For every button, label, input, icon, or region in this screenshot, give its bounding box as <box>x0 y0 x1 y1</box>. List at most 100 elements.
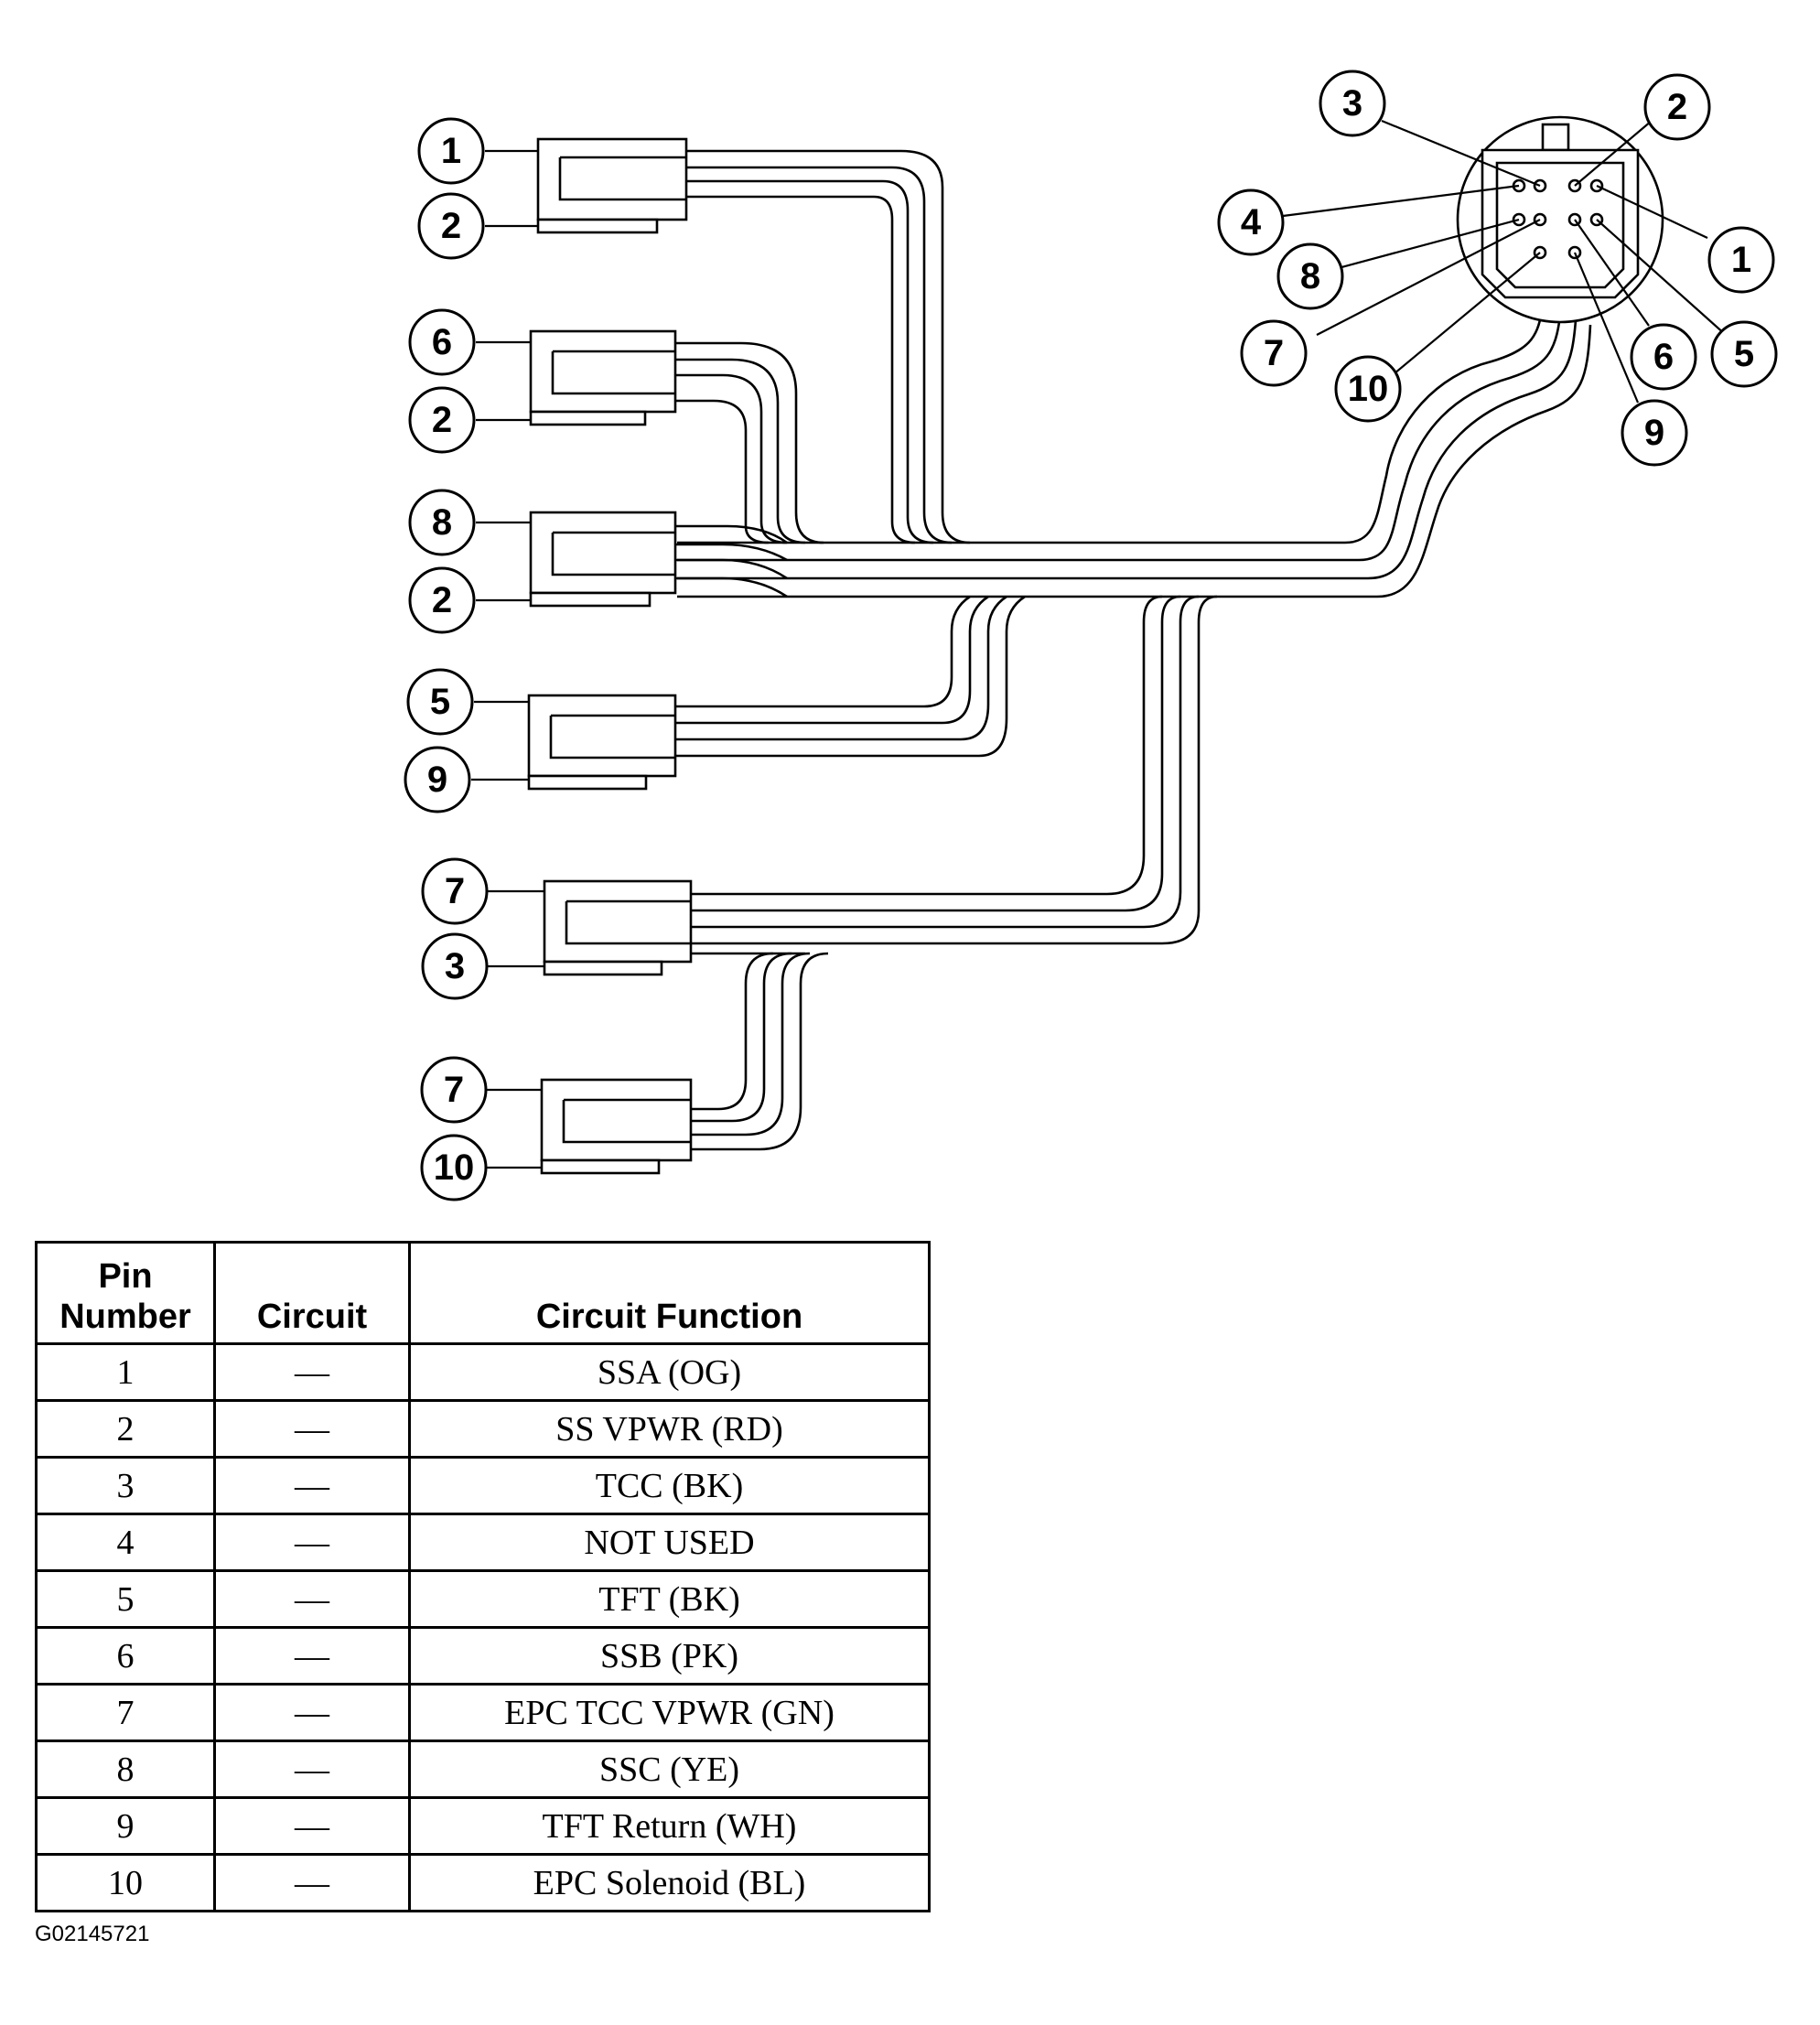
callout-label: 1 <box>1731 240 1751 280</box>
function-cell: SSB (PK) <box>408 1626 931 1686</box>
connector-callouts: 3 2 4 1 8 7 10 6 5 9 <box>1217 70 1778 467</box>
function-cell: TFT (BK) <box>408 1569 931 1629</box>
function-cell: TFT Return (WH) <box>408 1796 931 1856</box>
callout-label: 6 <box>1653 337 1674 377</box>
callout-label: 2 <box>1667 87 1687 127</box>
callout-label: 3 <box>445 946 465 986</box>
harness-connector-6-2 <box>529 329 677 426</box>
header-circuit: Circuit <box>213 1241 411 1345</box>
circuit-cell: — <box>213 1626 411 1686</box>
main-trunk <box>677 310 1592 598</box>
connector-callout-1: 1 <box>1707 226 1775 294</box>
table-row: 9—TFT Return (WH) <box>35 1796 931 1856</box>
callout-label: 7 <box>444 1070 464 1110</box>
callout-pin-3: 3 <box>421 932 489 1000</box>
callout-label: 4 <box>1241 202 1262 242</box>
function-cell: TCC (BK) <box>408 1456 931 1515</box>
harness-callouts: 1 2 6 2 8 2 5 9 7 3 7 10 <box>404 117 489 1201</box>
table-row: 4—NOT USED <box>35 1513 931 1572</box>
callout-pin-2: 2 <box>417 192 485 260</box>
branch-connector-7-10 <box>691 952 829 1151</box>
function-cell: SS VPWR (RD) <box>408 1399 931 1459</box>
callout-label: 5 <box>430 682 450 722</box>
connector-callout-4: 4 <box>1217 188 1285 256</box>
circuit-cell: — <box>213 1513 411 1572</box>
connector-callout-6: 6 <box>1630 323 1697 391</box>
callout-label: 5 <box>1734 334 1754 374</box>
harness-connector-7-10 <box>540 1078 693 1175</box>
table-row: 2—SS VPWR (RD) <box>35 1399 931 1459</box>
branch-connector-8-2 <box>673 524 788 598</box>
pin-cell: 3 <box>35 1456 216 1515</box>
table-row: 6—SSB (PK) <box>35 1626 931 1686</box>
callout-pin-7: 7 <box>421 857 489 925</box>
table-row: 1—SSA (OG) <box>35 1342 931 1402</box>
function-cell: SSA (OG) <box>408 1342 931 1402</box>
circuit-cell: — <box>213 1399 411 1459</box>
table-row: 5—TFT (BK) <box>35 1569 931 1629</box>
table-row: 3—TCC (BK) <box>35 1456 931 1515</box>
function-cell: SSC (YE) <box>408 1740 931 1799</box>
pin-cell: 9 <box>35 1796 216 1856</box>
branch-connector-6-2 <box>673 341 824 544</box>
connector-callout-leaders <box>1282 119 1727 404</box>
callout-pin-2: 2 <box>408 386 476 454</box>
callout-label: 3 <box>1342 83 1362 124</box>
connector-callout-2: 2 <box>1643 73 1711 141</box>
harness-connector-7-3 <box>543 879 693 976</box>
callout-pin-7: 7 <box>420 1056 488 1124</box>
function-cell: NOT USED <box>408 1513 931 1572</box>
pin-cell: 8 <box>35 1740 216 1799</box>
function-cell: EPC TCC VPWR (GN) <box>408 1683 931 1742</box>
callout-label: 6 <box>432 322 452 362</box>
connector-callout-8: 8 <box>1276 242 1344 310</box>
callout-label: 9 <box>427 759 447 800</box>
connector-callout-9: 9 <box>1621 399 1688 467</box>
table-body: 1—SSA (OG) 2—SS VPWR (RD) 3—TCC (BK) 4—N… <box>35 1342 931 1912</box>
callout-pin-5: 5 <box>406 668 474 736</box>
connector-callout-10: 10 <box>1334 355 1402 423</box>
harness-connector-1-2 <box>536 137 688 234</box>
callout-label: 10 <box>1348 369 1389 409</box>
connector-callout-7: 7 <box>1240 319 1308 387</box>
pin-cell: 7 <box>35 1683 216 1742</box>
pin-cell: 2 <box>35 1399 216 1459</box>
harness-diagram: 1 2 6 2 8 2 5 9 7 3 7 10 <box>404 70 1778 1201</box>
circuit-cell: — <box>213 1796 411 1856</box>
callout-label: 1 <box>441 131 461 171</box>
pin-cell: 6 <box>35 1626 216 1686</box>
callout-label: 10 <box>434 1147 475 1188</box>
circuit-cell: — <box>213 1456 411 1515</box>
circuit-cell: — <box>213 1853 411 1912</box>
main-connector <box>1456 115 1664 324</box>
table-row: 10—EPC Solenoid (BL) <box>35 1853 931 1912</box>
table-row: 8—SSC (YE) <box>35 1740 931 1799</box>
pin-cell: 4 <box>35 1513 216 1572</box>
callout-label: 8 <box>432 502 452 543</box>
callout-label: 8 <box>1300 256 1320 296</box>
figure-code: G02145721 <box>35 1922 150 1946</box>
callout-pin-6: 6 <box>408 308 476 376</box>
callout-pin-8: 8 <box>408 489 476 556</box>
callout-pin-9: 9 <box>404 746 471 813</box>
callout-label: 9 <box>1644 413 1664 453</box>
callout-label: 7 <box>1264 333 1284 373</box>
branch-connector-1-2 <box>686 149 971 544</box>
pin-cell: 10 <box>35 1853 216 1912</box>
table-row: 7—EPC TCC VPWR (GN) <box>35 1683 931 1742</box>
pin-cell: 1 <box>35 1342 216 1402</box>
callout-pin-10: 10 <box>420 1134 488 1201</box>
circuit-cell: — <box>213 1342 411 1402</box>
pin-function-table: Pin Number Circuit Circuit Function 1—SS… <box>35 1241 931 1912</box>
callout-pin-1: 1 <box>417 117 485 185</box>
circuit-cell: — <box>213 1740 411 1799</box>
pin-cell: 5 <box>35 1569 216 1629</box>
header-circuit-function: Circuit Function <box>408 1241 931 1345</box>
harness-connector-8-2 <box>529 511 677 608</box>
callout-label: 7 <box>445 871 465 911</box>
callout-label: 2 <box>441 206 461 246</box>
connector-callout-3: 3 <box>1319 70 1386 137</box>
header-pin-number: Pin Number <box>35 1241 216 1345</box>
branch-connector-5-9 <box>673 595 1026 758</box>
callout-label: 2 <box>432 400 452 440</box>
